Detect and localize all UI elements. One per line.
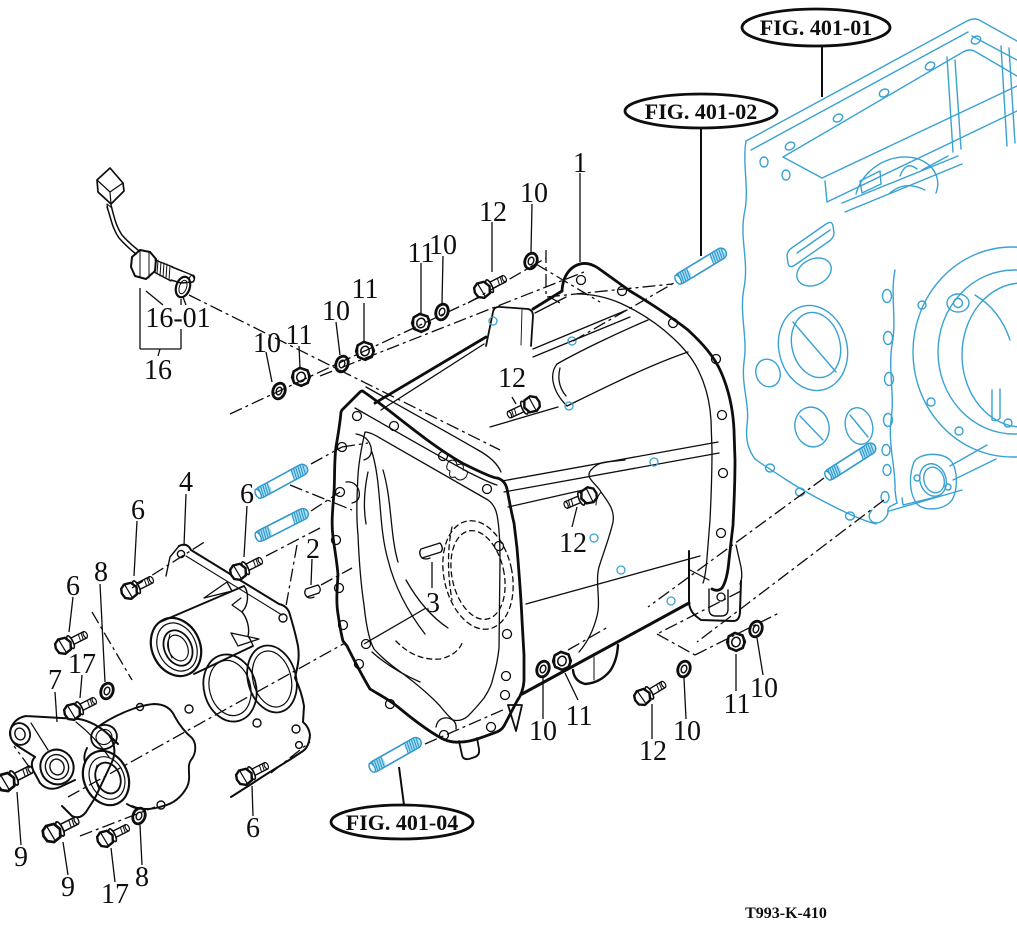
svg-text:10: 10	[322, 296, 350, 327]
svg-text:6: 6	[66, 571, 80, 602]
svg-text:11: 11	[724, 689, 751, 720]
svg-text:FIG. 401-02: FIG. 401-02	[645, 99, 757, 124]
svg-text:10: 10	[529, 716, 557, 747]
svg-text:10: 10	[253, 328, 281, 359]
svg-text:12: 12	[639, 736, 667, 767]
svg-text:10: 10	[520, 178, 548, 209]
svg-text:11: 11	[566, 701, 593, 732]
svg-text:FIG. 401-01: FIG. 401-01	[760, 15, 872, 40]
svg-text:6: 6	[240, 479, 254, 510]
svg-text:9: 9	[14, 842, 28, 873]
svg-text:17: 17	[68, 649, 96, 680]
svg-text:9: 9	[61, 872, 75, 903]
svg-text:7: 7	[48, 665, 62, 696]
svg-text:1: 1	[573, 148, 587, 179]
svg-text:10: 10	[429, 230, 457, 261]
svg-text:16-01: 16-01	[145, 303, 210, 334]
svg-text:10: 10	[750, 673, 778, 704]
svg-text:8: 8	[94, 557, 108, 588]
svg-text:3: 3	[426, 588, 440, 619]
svg-text:6: 6	[131, 495, 145, 526]
svg-text:2: 2	[306, 534, 320, 565]
svg-text:11: 11	[352, 274, 379, 305]
svg-text:6: 6	[246, 813, 260, 844]
svg-text:11: 11	[408, 238, 435, 269]
svg-text:FIG. 401-04: FIG. 401-04	[346, 810, 458, 835]
svg-text:10: 10	[673, 716, 701, 747]
svg-text:12: 12	[479, 197, 507, 228]
svg-text:12: 12	[498, 363, 526, 394]
svg-text:16: 16	[144, 355, 172, 386]
svg-text:17: 17	[101, 879, 129, 910]
svg-text:8: 8	[135, 862, 149, 893]
svg-text:12: 12	[559, 528, 587, 559]
svg-text:11: 11	[286, 320, 313, 351]
svg-text:T993-K-410: T993-K-410	[745, 905, 827, 922]
svg-text:4: 4	[179, 467, 193, 498]
